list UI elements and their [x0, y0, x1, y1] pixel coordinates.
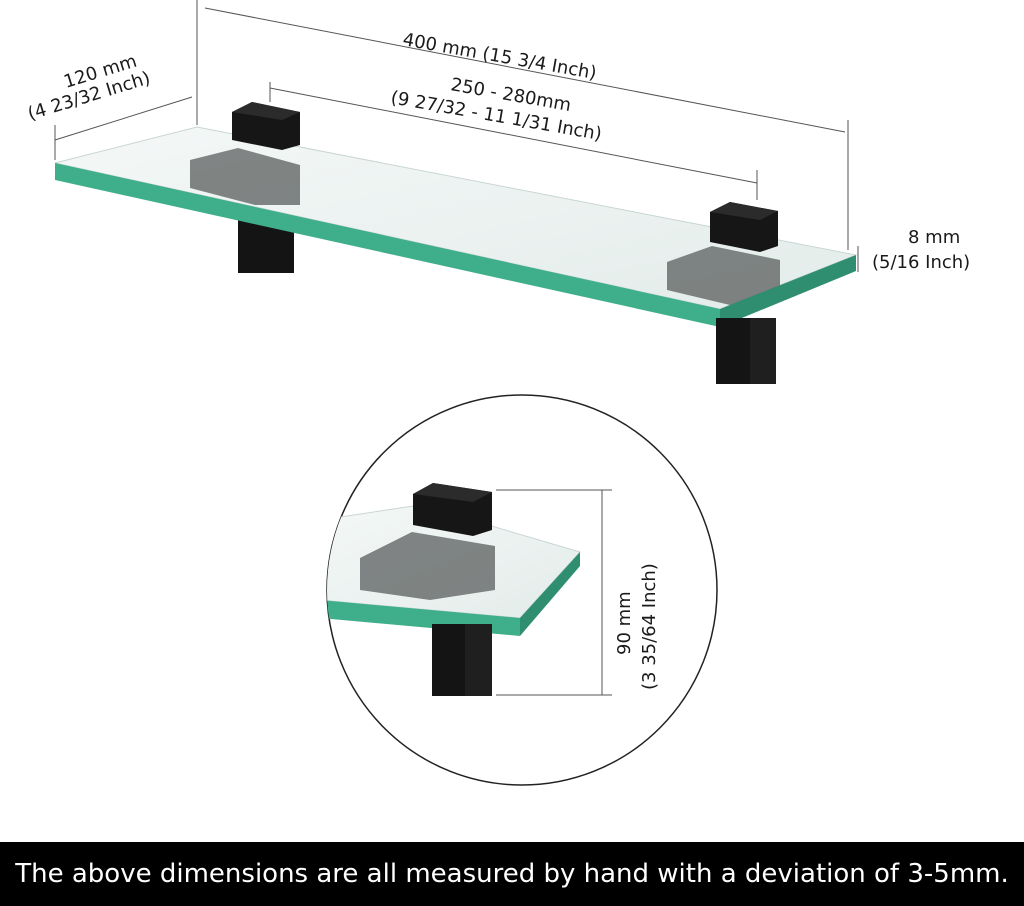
dimension-lines	[54, 0, 859, 272]
thickness-inch-label: (5/16 Inch)	[872, 252, 970, 273]
bracket-height-mm-label: 90 mm	[614, 591, 635, 655]
right-bracket-clamp	[667, 246, 780, 305]
left-bracket-clamp	[190, 148, 300, 205]
footer-banner: The above dimensions are all measured by…	[0, 842, 1024, 906]
thickness-mm-label: 8 mm	[908, 227, 960, 248]
detail-view: 90 mm (3 35/64 Inch)	[326, 394, 718, 786]
glass-side-edge	[720, 255, 856, 327]
measurement-disclaimer: The above dimensions are all measured by…	[15, 859, 1009, 889]
bracket-height-inch-label: (3 35/64 Inch)	[639, 563, 660, 690]
glass-front-edge	[55, 163, 720, 327]
main-shelf	[54, 102, 858, 384]
shelf-dimension-diagram: 400 mm (15 3/4 Inch) 120 mm (4 23/32 Inc…	[25, 0, 970, 786]
length-label: 400 mm (15 3/4 Inch)	[401, 29, 598, 84]
